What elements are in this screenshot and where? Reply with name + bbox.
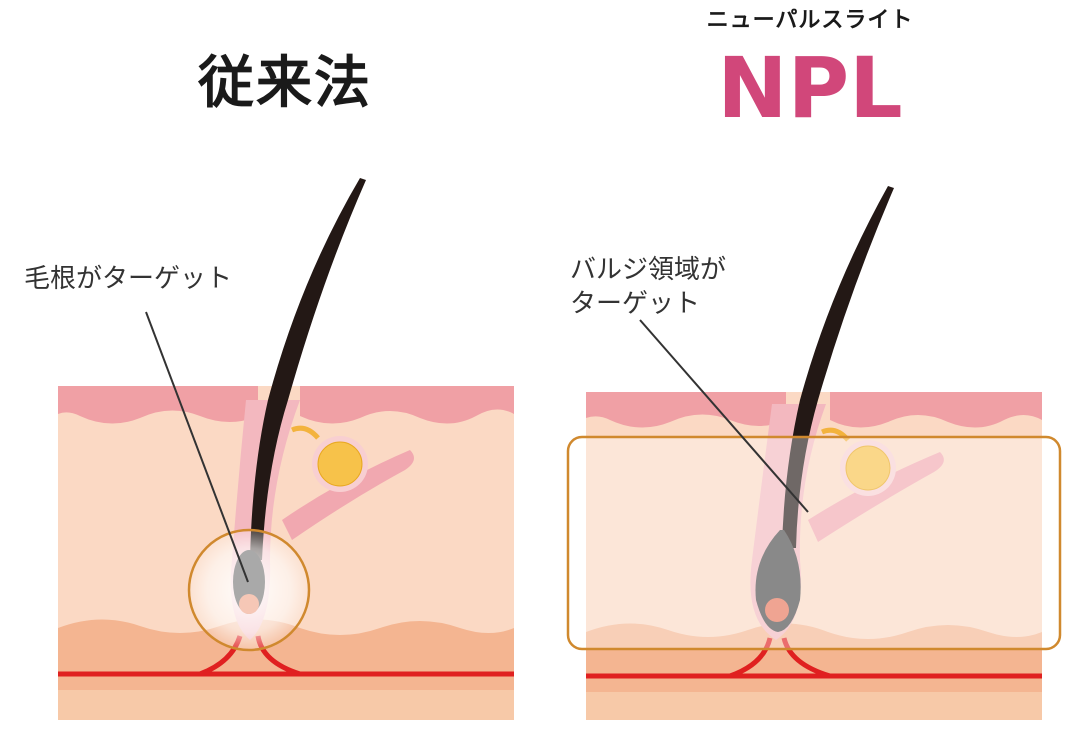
right-panel-title: NPL [717, 39, 903, 137]
right-label-pointer [639, 319, 809, 513]
right-blood-vessel [586, 637, 1042, 679]
right-target-label: バルジ領域がターゲット [570, 253, 726, 321]
left-target-circle [187, 528, 311, 652]
right-target-label-line2: ターゲット [570, 289, 701, 319]
right-hair-bulb [755, 530, 801, 632]
right-panel-subtitle: ニューパルスライト [706, 8, 914, 33]
right-target-label-line1: バルジ領域が [570, 255, 727, 285]
left-panel-title: 従来法 [198, 51, 372, 116]
right-skin-cross-section [586, 392, 1042, 720]
left-hair-shaft [250, 178, 366, 560]
left-label-pointer [145, 311, 249, 583]
left-target-label: 毛根がターゲット [24, 264, 233, 294]
right-target-region [566, 435, 1062, 651]
right-hair-shaft [782, 186, 894, 548]
